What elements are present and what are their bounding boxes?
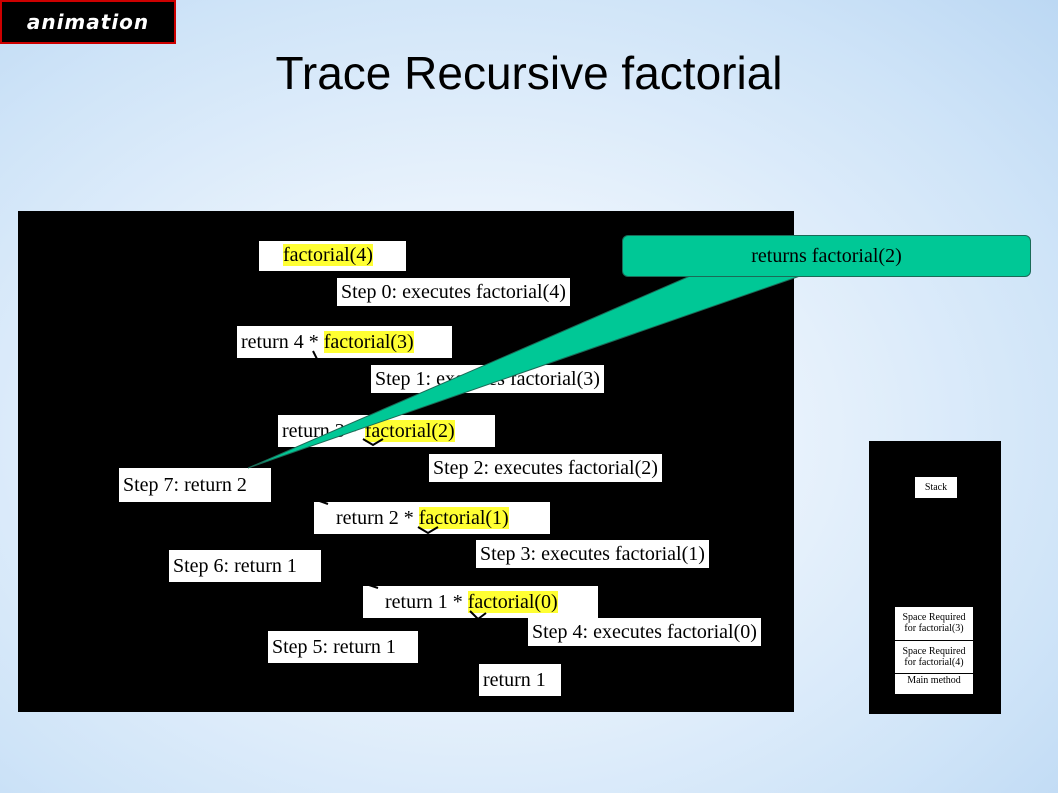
return-1-prefix: return 1 * <box>385 591 468 613</box>
stack-frame-line: Main method <box>907 675 961 686</box>
step-5: Step 5: return 1 <box>268 631 418 663</box>
stack-frame-line: Space Required <box>902 646 966 657</box>
step-7: Step 7: return 2 <box>119 468 271 502</box>
connector-arrow <box>469 610 487 621</box>
connector-arrow <box>312 350 330 362</box>
stack-frame-main: Main method <box>895 674 973 694</box>
stack-frame-line: for factorial(3) <box>904 623 964 634</box>
return-2-call: factorial(1) <box>418 507 509 529</box>
trace-panel: factorial(4) Step 0: executes factorial(… <box>18 211 794 712</box>
stack-frame-factorial-4: Space Required for factorial(4) <box>895 641 973 673</box>
connector-arrow <box>417 526 439 535</box>
return-2-line: return 2 * factorial(1) <box>314 502 550 534</box>
stack-label: Stack <box>915 477 957 498</box>
callout-returns: returns factorial(2) <box>622 235 1031 277</box>
return-base: return 1 <box>479 664 561 696</box>
page-title: Trace Recursive factorial <box>275 47 783 99</box>
return-1-call: factorial(0) <box>467 591 558 613</box>
step-3: Step 3: executes factorial(1) <box>476 540 709 568</box>
call-factorial-4: factorial(4) <box>259 241 406 271</box>
connector-arrow <box>362 438 384 447</box>
return-1-line: return 1 * factorial(0) <box>363 586 598 618</box>
stack-frame-line: for factorial(4) <box>904 657 964 668</box>
connector-arrow <box>313 498 329 505</box>
return-2-prefix: return 2 * <box>336 507 419 529</box>
call-factorial-4-text: factorial(4) <box>283 244 373 266</box>
stack-frame-line: Space Required <box>902 612 966 623</box>
step-4: Step 4: executes factorial(0) <box>528 618 761 646</box>
animation-badge: animation <box>0 0 176 44</box>
stack-frame-factorial-3: Space Required for factorial(3) <box>895 607 973 640</box>
connector-arrow <box>362 582 379 589</box>
step-6: Step 6: return 1 <box>169 550 321 582</box>
stack-panel: Stack Space Required for factorial(3) Sp… <box>869 441 1001 714</box>
trace-connectors <box>312 350 487 621</box>
